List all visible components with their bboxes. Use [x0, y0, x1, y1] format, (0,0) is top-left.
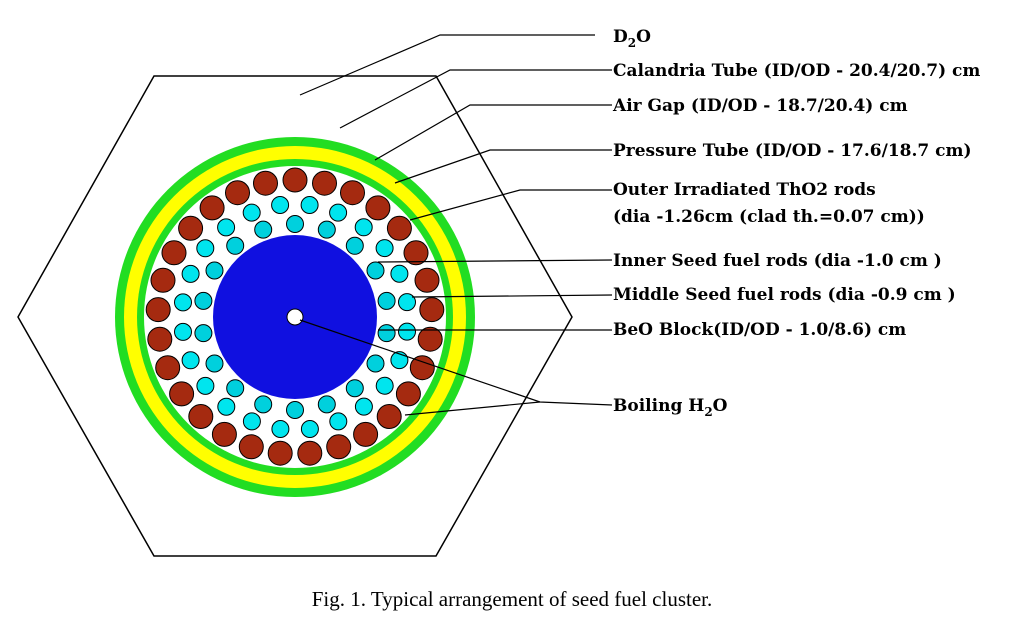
inner-seed-rod — [317, 220, 336, 239]
middle-seed-rod — [217, 218, 236, 237]
label-beo-block: BeO Block(ID/OD - 1.0/8.6) cm — [613, 320, 906, 340]
middle-seed-rod — [300, 420, 319, 438]
thorium-rod — [376, 404, 402, 429]
inner-seed-rod — [345, 379, 364, 398]
label-calandria-tube: Calandria Tube (ID/OD - 20.4/20.7) cm — [613, 61, 980, 81]
thorium-rod — [340, 180, 365, 206]
leader-calandria — [339, 69, 612, 129]
middle-seed-rod — [329, 203, 348, 222]
thorium-rod — [199, 195, 225, 221]
middle-seed-rod — [398, 293, 416, 312]
central-hole — [286, 308, 304, 326]
thorium-rod — [386, 215, 412, 241]
inner-seed-rod — [254, 395, 273, 414]
middle-seed-rod — [398, 322, 416, 341]
thorium-rod — [211, 421, 237, 447]
leader-outer-rods — [409, 189, 612, 221]
middle-seed-rod — [271, 196, 290, 214]
middle-seed-rod — [242, 412, 261, 431]
outer-thorium-rods — [145, 167, 445, 466]
thorium-rod — [297, 440, 323, 466]
leader-lines — [299, 34, 613, 416]
middle-seed-rod — [354, 218, 373, 237]
inner-seed-rod — [366, 354, 385, 373]
middle-seed-rod — [242, 203, 261, 222]
leader-middle-seed — [411, 294, 613, 298]
inner-seed-rod — [226, 236, 245, 255]
thorium-rod — [178, 215, 204, 241]
label-outer-rods-2: (dia -1.26cm (clad th.=0.07 cm)) — [613, 207, 925, 227]
inner-seed-rod — [194, 291, 213, 310]
inner-seed-rod — [226, 379, 245, 398]
inner-seed-rod — [194, 324, 213, 343]
thorium-rod — [147, 326, 173, 352]
inner-seed-rod — [286, 401, 304, 419]
thorium-rod — [225, 180, 250, 206]
thorium-rod — [267, 440, 293, 466]
leader-inner-seed — [377, 259, 613, 263]
thorium-rod — [403, 240, 429, 266]
thorium-rod — [312, 170, 337, 196]
inner-seed-rod — [345, 236, 364, 255]
label-middle-seed-rods: Middle Seed fuel rods (dia -0.9 cm ) — [613, 285, 956, 305]
inner-seed-rod — [377, 324, 396, 343]
thorium-rod — [417, 326, 443, 352]
thorium-rod — [282, 167, 308, 193]
middle-seed-rod — [181, 351, 200, 370]
middle-seed-rod — [329, 412, 348, 431]
middle-seed-rod — [390, 264, 409, 283]
thorium-rod — [188, 404, 214, 429]
label-inner-seed-rods: Inner Seed fuel rods (dia -1.0 cm ) — [613, 251, 942, 271]
middle-seed-rod — [174, 322, 192, 341]
thorium-rod — [395, 381, 421, 407]
thorium-rod — [253, 170, 278, 196]
label-boiling-h2o: Boiling H2O — [613, 396, 728, 419]
middle-seed-rods — [174, 196, 416, 438]
thorium-rod — [161, 240, 187, 266]
label-d2o: D2O — [613, 27, 651, 50]
inner-seed-rod — [286, 215, 304, 233]
thorium-rod — [238, 434, 264, 460]
middle-seed-rod — [271, 420, 290, 438]
middle-seed-rod — [196, 239, 215, 258]
inner-seed-rod — [377, 291, 396, 310]
inner-seed-rod — [205, 354, 224, 373]
inner-seed-rod — [317, 395, 336, 414]
thorium-rod — [365, 195, 391, 221]
leader-boiling-b — [404, 401, 541, 416]
middle-seed-rod — [174, 293, 192, 312]
thorium-rod — [150, 267, 176, 293]
thorium-rod — [409, 355, 435, 381]
leader-d2o — [299, 34, 595, 96]
thorium-rod — [169, 381, 195, 407]
middle-seed-rod — [300, 196, 319, 214]
middle-seed-rod — [354, 397, 373, 416]
thorium-rod — [414, 267, 440, 293]
thorium-rod — [155, 355, 181, 381]
middle-seed-rod — [375, 376, 394, 395]
thorium-rod — [353, 421, 379, 447]
label-pressure-tube: Pressure Tube (ID/OD - 17.6/18.7 cm) — [613, 141, 972, 161]
label-outer-rods-1: Outer Irradiated ThO2 rods — [613, 180, 876, 200]
thorium-rod — [145, 297, 171, 323]
inner-seed-rod — [254, 220, 273, 239]
inner-seed-rods — [194, 215, 396, 419]
label-air-gap: Air Gap (ID/OD - 18.7/20.4) cm — [612, 96, 908, 116]
middle-seed-rod — [217, 397, 236, 416]
thorium-rod — [419, 297, 445, 323]
inner-seed-rod — [205, 261, 224, 280]
middle-seed-rod — [375, 239, 394, 258]
leader-air-gap — [374, 104, 612, 161]
middle-seed-rod — [196, 376, 215, 395]
thorium-rod — [326, 434, 352, 460]
figure-caption: Fig. 1. Typical arrangement of seed fuel… — [312, 587, 713, 611]
middle-seed-rod — [181, 264, 200, 283]
inner-seed-rod — [366, 261, 385, 280]
leader-pressure — [394, 149, 612, 184]
